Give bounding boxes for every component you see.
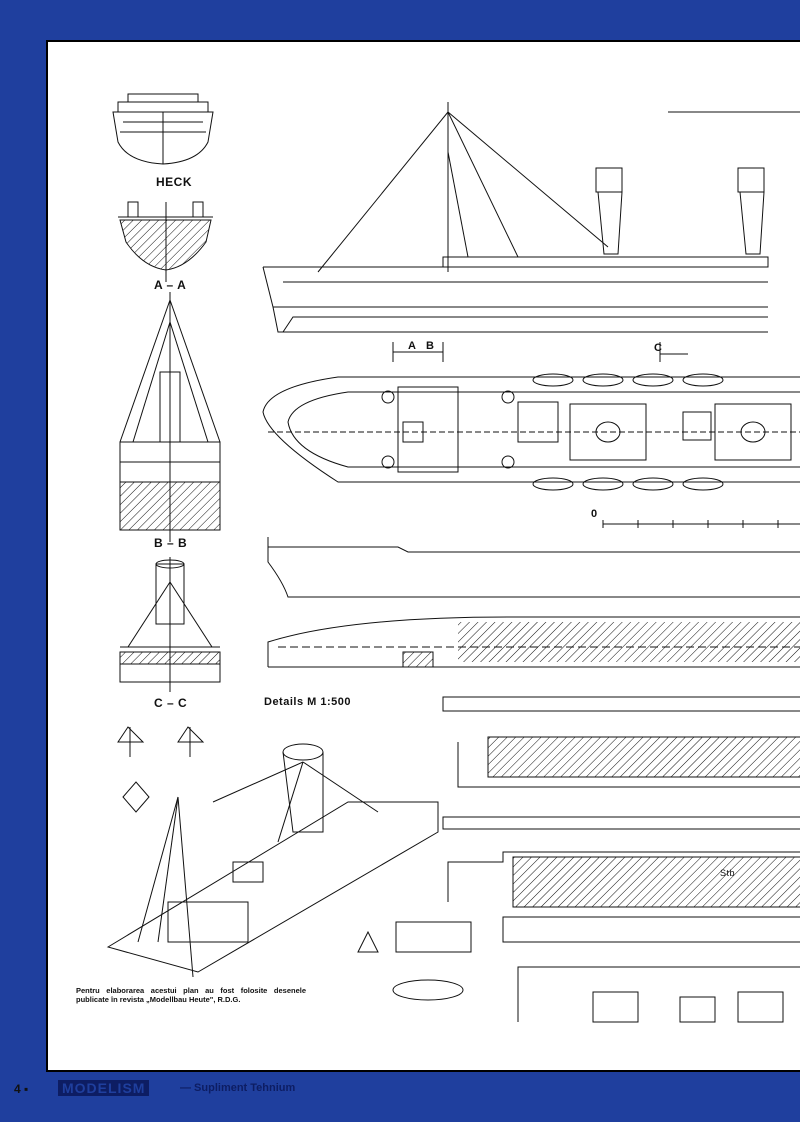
page-footer: 4 ▪ MODELISM — Supliment Tehnium xyxy=(0,1076,800,1106)
section-cc-label: C – C xyxy=(154,696,188,710)
side-profile-drawing xyxy=(262,102,800,333)
source-note: Pentru elaborarea acestui plan au fost f… xyxy=(76,986,306,1004)
deck-plan-drawing xyxy=(262,373,800,491)
section-bb-label: B – B xyxy=(154,536,188,550)
page-number: 4 ▪ xyxy=(14,1082,29,1096)
perspective-detail-drawing xyxy=(106,743,439,978)
hull-profile-lines xyxy=(267,537,800,668)
section-aa-label: A – A xyxy=(154,278,187,292)
section-markers xyxy=(392,342,688,362)
stern-view-drawing xyxy=(112,93,214,165)
blueprint-drawing xyxy=(106,93,800,1023)
section-marker-c: C xyxy=(654,342,663,354)
detail-strips-drawing xyxy=(442,696,800,1023)
section-aa-drawing xyxy=(118,201,213,282)
details-title: Details M 1:500 xyxy=(264,696,351,708)
section-marker-a: A xyxy=(408,340,417,352)
scale-bar xyxy=(602,520,800,528)
stern-view-label: HECK xyxy=(156,175,193,189)
section-marker-b: B xyxy=(426,340,435,352)
scale-zero-label: 0 xyxy=(591,508,598,520)
section-cc-drawing xyxy=(119,557,221,692)
small-details-drawing xyxy=(117,726,472,1001)
supplement-title: — Supliment Tehnium xyxy=(180,1082,296,1094)
magazine-brand: MODELISM xyxy=(58,1080,150,1096)
blueprint-sheet: HECK A – A B – B C – C Details M 1:500 A… xyxy=(46,40,800,1072)
section-bb-drawing xyxy=(119,292,221,542)
stb-label: Stb xyxy=(720,868,736,878)
